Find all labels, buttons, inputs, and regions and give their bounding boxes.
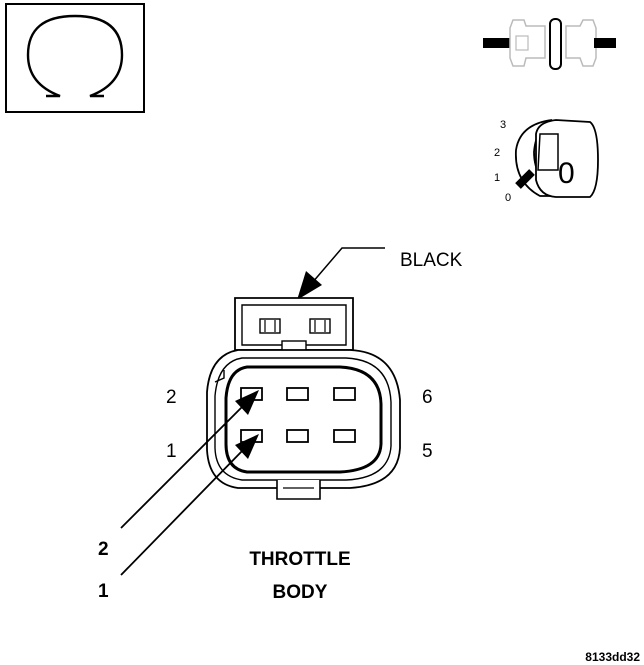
ohmmeter-icon	[5, 3, 145, 113]
figure-id: 8133dd32	[585, 650, 640, 664]
key-position-0: 0	[505, 192, 511, 204]
wire-label-2: 2	[98, 539, 109, 560]
connector-color-label: BLACK	[400, 250, 463, 271]
key-position-1: 1	[494, 172, 500, 184]
cavity-label-5: 5	[422, 441, 433, 462]
wire-label-1: 1	[98, 581, 109, 602]
wire-lead-1	[120, 434, 259, 576]
key-position-3: 3	[500, 119, 506, 131]
cavity-label-1: 1	[166, 441, 177, 462]
disconnected-connector-icon	[483, 18, 616, 70]
ignition-key-icon: 3 2 1 0 0	[494, 119, 599, 204]
cavity-label-6: 6	[422, 387, 433, 408]
component-name-line-2: BODY	[273, 582, 328, 603]
component-name-line-1: THROTTLE	[249, 549, 350, 570]
wire-lead-2	[120, 390, 259, 529]
cavity-label-2: 2	[166, 387, 177, 408]
key-position-2: 2	[494, 147, 500, 159]
key-current-position: 0	[558, 157, 575, 190]
color-callout: BLACK	[297, 247, 463, 300]
throttle-body-connector	[206, 297, 401, 500]
